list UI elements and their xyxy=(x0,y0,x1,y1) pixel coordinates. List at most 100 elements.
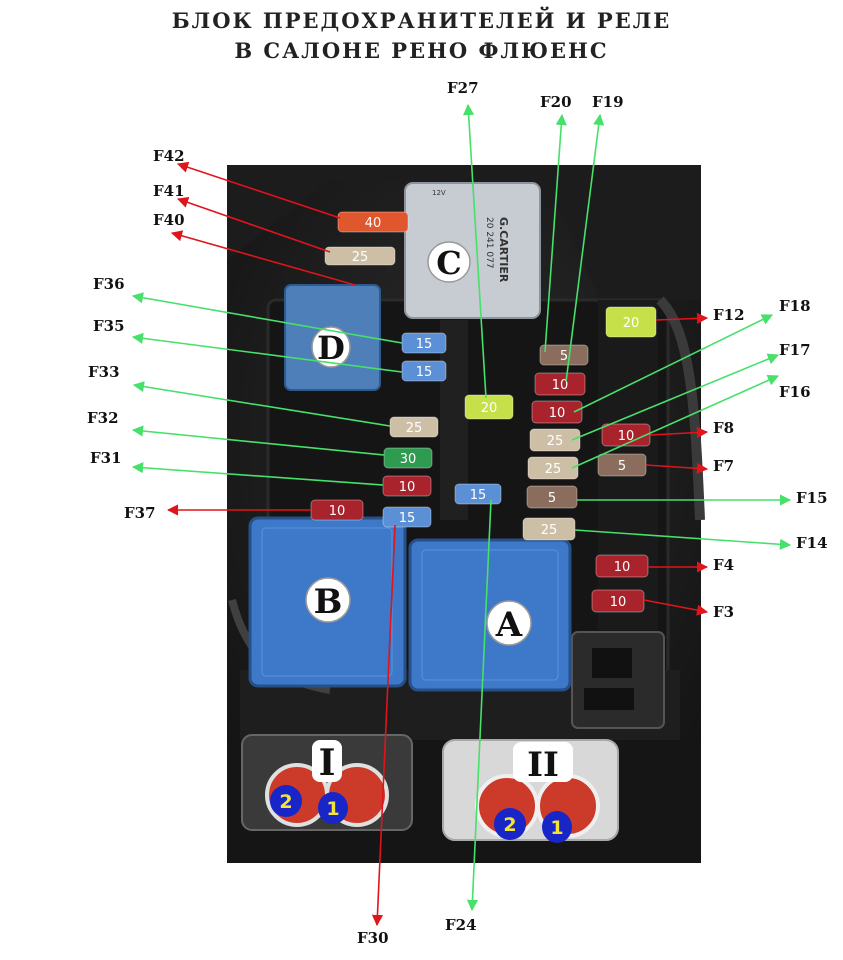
fuse-body-f30 xyxy=(382,506,432,528)
arrow-f19 xyxy=(565,113,605,383)
fuse-body-f14 xyxy=(522,517,576,541)
connector-ii-label: II xyxy=(527,745,559,785)
fuse-f41: 25 xyxy=(324,246,396,266)
fuse-f19: 10 xyxy=(534,372,586,396)
label-f27: F27 xyxy=(447,79,479,97)
fuse-rating-f24: 15 xyxy=(470,488,487,503)
connector-i-label: I xyxy=(319,742,336,784)
fuse-rating-f35: 15 xyxy=(416,365,433,380)
relay-c-part: 20 241 077 xyxy=(484,217,494,269)
fuse-f33: 25 xyxy=(389,416,439,438)
fuse-body-f17 xyxy=(529,428,581,452)
connector-i-pin-1: 1 xyxy=(326,798,339,820)
arrow-f7 xyxy=(645,462,709,474)
label-f24: F24 xyxy=(445,916,477,934)
arrow-f32 xyxy=(131,425,385,456)
fuse-rating-f41: 25 xyxy=(352,250,369,265)
arrow-f8 xyxy=(649,426,709,439)
label-f37: F37 xyxy=(124,504,156,522)
fuse-f36: 15 xyxy=(401,332,447,354)
fuse-body-f27 xyxy=(464,394,514,420)
arrow-f31 xyxy=(131,462,384,486)
fuse-f30: 15 xyxy=(382,506,432,528)
arrow-f14 xyxy=(574,529,792,550)
fuse-body-f35 xyxy=(401,360,447,382)
fuse-rating-f17: 25 xyxy=(547,434,564,449)
fuse-f20: 5 xyxy=(539,344,589,366)
label-f20: F20 xyxy=(540,93,572,111)
arrow-f41 xyxy=(176,197,331,253)
fuse-rating-f18: 10 xyxy=(549,406,566,421)
fuse-body-f41 xyxy=(324,246,396,266)
fuse-f15: 5 xyxy=(526,485,578,509)
arrow-f18 xyxy=(573,314,774,413)
arrow-f33 xyxy=(132,381,391,427)
relay-c-voltage: 12V xyxy=(432,189,446,197)
arrow-f30 xyxy=(371,524,396,927)
arrows xyxy=(131,103,792,927)
relay-letters: C D B A xyxy=(305,241,532,646)
fuse-f37: 10 xyxy=(310,499,364,521)
label-f36: F36 xyxy=(93,275,125,293)
arrow-f36 xyxy=(131,292,403,344)
connector-labels: I II 2 1 2 1 xyxy=(270,740,573,843)
fuse-f8: 10 xyxy=(601,423,651,447)
fuse-f24: 15 xyxy=(454,483,502,505)
fuse-f12: 20 xyxy=(605,306,657,338)
fuse-f4: 10 xyxy=(595,554,649,578)
fuses: 40 25 15 15 25 30 10 10 15 20 15 5 10 10 25 25 5 25 20 10 5 1… xyxy=(310,211,657,613)
fuse-f35: 15 xyxy=(401,360,447,382)
fuse-rating-f14: 25 xyxy=(541,523,558,538)
fuse-rating-f20: 5 xyxy=(560,349,568,364)
label-f33: F33 xyxy=(88,363,120,381)
fuse-body-f33 xyxy=(389,416,439,438)
fuse-rating-f33: 25 xyxy=(406,421,423,436)
arrow-f17 xyxy=(571,353,780,441)
fuse-f42: 40 xyxy=(337,211,409,233)
fuse-body-f16 xyxy=(527,456,579,480)
arrow-f12 xyxy=(655,312,709,324)
fuse-rating-f12: 20 xyxy=(623,316,640,331)
fuse-f7: 5 xyxy=(597,453,647,477)
arrow-f35 xyxy=(131,332,403,373)
fuse-f27: 20 xyxy=(464,394,514,420)
fuse-rating-f32: 30 xyxy=(400,452,417,467)
fuse-rating-f36: 15 xyxy=(416,337,433,352)
fuse-body-f15 xyxy=(526,485,578,509)
fuse-rating-f16: 25 xyxy=(545,462,562,477)
arrow-f42 xyxy=(176,161,341,219)
label-f14: F14 xyxy=(796,534,828,552)
label-f4: F4 xyxy=(713,556,735,574)
fuse-f31: 10 xyxy=(382,475,432,497)
relay-c-brand: G.CARTIER xyxy=(497,217,510,283)
fuse-body-f20 xyxy=(539,344,589,366)
label-f32: F32 xyxy=(87,409,119,427)
label-f41: F41 xyxy=(153,182,185,200)
fuse-body-f24 xyxy=(454,483,502,505)
title-line-2: В САЛОНЕ РЕНО ФЛЮЕНС xyxy=(234,38,609,63)
arrow-f24 xyxy=(466,499,492,912)
label-f19: F19 xyxy=(592,93,624,111)
arrow-f3 xyxy=(643,599,709,616)
fuse-f17: 25 xyxy=(529,428,581,452)
fuse-body-f32 xyxy=(383,447,433,469)
fuse-f16: 25 xyxy=(527,456,579,480)
relay-c-label: C xyxy=(436,244,461,282)
label-f17: F17 xyxy=(779,341,811,359)
label-f31: F31 xyxy=(90,449,122,467)
fuse-rating-f4: 10 xyxy=(614,560,631,575)
fuse-rating-f8: 10 xyxy=(618,429,635,444)
side-connector xyxy=(571,631,665,729)
label-f15: F15 xyxy=(796,489,828,507)
label-f3: F3 xyxy=(713,603,735,621)
fuse-body-f4 xyxy=(595,554,649,578)
arrow-f27 xyxy=(463,103,487,399)
label-f42: F42 xyxy=(153,147,185,165)
label-f16: F16 xyxy=(779,383,811,401)
label-f12: F12 xyxy=(713,306,745,324)
connector-ii-pin-1: 1 xyxy=(550,817,563,839)
relay-a-label: A xyxy=(495,605,523,645)
fuse-body-f19 xyxy=(534,372,586,396)
fuse-rating-f7: 5 xyxy=(618,459,626,474)
title-line-1: БЛОК ПРЕДОХРАНИТЕЛЕЙ И РЕЛЕ xyxy=(171,8,672,33)
